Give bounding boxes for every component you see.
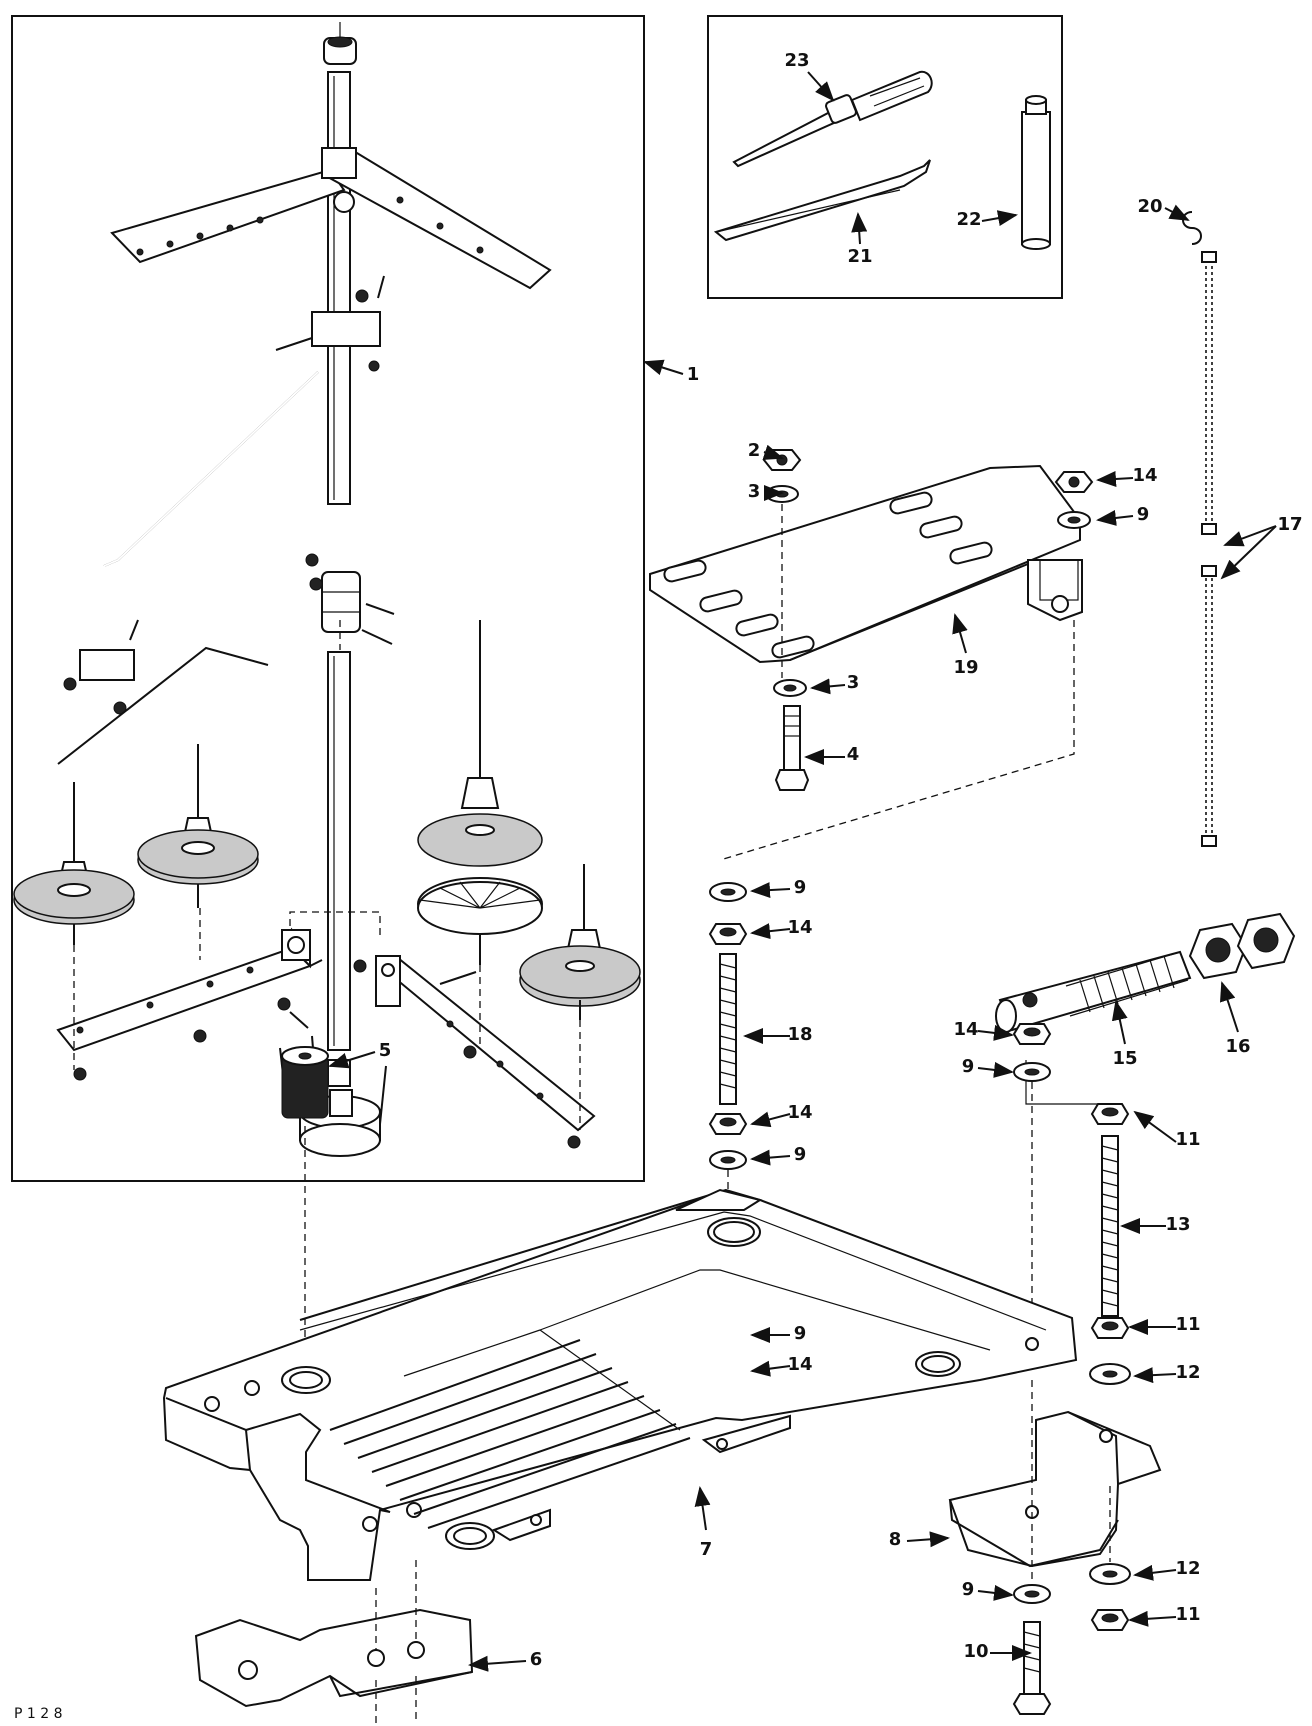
callout-arrow-14 bbox=[1096, 470, 1134, 487]
callout-arrow-9 bbox=[750, 1149, 791, 1166]
callout-arrow-21 bbox=[851, 212, 868, 245]
spool-holder-right-1 bbox=[417, 620, 543, 965]
part-label-9: 9 bbox=[962, 1579, 975, 1600]
part-label-11: 11 bbox=[1175, 1604, 1200, 1625]
callout-arrow-14 bbox=[750, 923, 791, 940]
tools-inset bbox=[707, 15, 1063, 299]
callout-arrow-11 bbox=[1133, 1110, 1177, 1143]
callout-arrow-17 bbox=[1220, 525, 1277, 580]
part-label-10: 10 bbox=[963, 1641, 988, 1662]
callout-arrow-12 bbox=[1133, 1367, 1177, 1384]
adjusting-rod-stack bbox=[1089, 1103, 1131, 1385]
base-frame bbox=[162, 1188, 1078, 1581]
part-label-11: 11 bbox=[1175, 1314, 1200, 1335]
right-foot-bracket bbox=[948, 1380, 1162, 1594]
callout-arrow-9 bbox=[1096, 510, 1134, 526]
callout-arrow-3 bbox=[810, 678, 846, 695]
callout-arrow-6 bbox=[468, 1655, 527, 1672]
part-label-12: 12 bbox=[1175, 1362, 1200, 1383]
part-label-9: 9 bbox=[794, 1144, 807, 1165]
thread-stand-frame bbox=[11, 15, 645, 1182]
callout-arrow-16 bbox=[1219, 981, 1239, 1033]
callout-arrow-15 bbox=[1111, 1000, 1128, 1045]
part-label-6: 6 bbox=[530, 1649, 543, 1670]
motor-mounting-plate bbox=[649, 464, 1083, 664]
part-label-1: 1 bbox=[687, 364, 700, 385]
left-foot-bracket bbox=[194, 1560, 474, 1726]
part-label-3: 3 bbox=[847, 672, 860, 693]
callout-arrow-2 bbox=[762, 444, 784, 460]
callout-arrow-9 bbox=[977, 1061, 1014, 1078]
part-label-9: 9 bbox=[1137, 504, 1150, 525]
callout-arrow-14 bbox=[750, 1111, 791, 1128]
part-label-8: 8 bbox=[889, 1529, 902, 1550]
screwdriver bbox=[732, 70, 933, 168]
callout-arrow-9 bbox=[750, 882, 791, 899]
part-label-7: 7 bbox=[700, 1539, 713, 1560]
drawing-code: P 1 2 8 bbox=[14, 1706, 63, 1722]
part-label-14: 14 bbox=[1132, 465, 1157, 486]
callout-arrow-7 bbox=[694, 1486, 711, 1531]
callout-arrow-9 bbox=[977, 1584, 1014, 1601]
part-label-15: 15 bbox=[1112, 1048, 1137, 1069]
spool-pin bbox=[1021, 95, 1051, 250]
part-label-11: 11 bbox=[1175, 1129, 1200, 1150]
center-rod-stack bbox=[708, 882, 748, 1198]
callout-arrow-8 bbox=[906, 1531, 950, 1548]
part-label-14: 14 bbox=[787, 917, 812, 938]
part-label-17: 17 bbox=[1277, 514, 1302, 535]
bracket-fasteners bbox=[1012, 1486, 1131, 1715]
thread-stand-assembly bbox=[11, 15, 645, 1182]
part-label-2: 2 bbox=[748, 440, 761, 461]
base-nut-washer-right bbox=[1012, 1023, 1052, 1310]
part-label-18: 18 bbox=[787, 1024, 812, 1045]
part-label-12: 12 bbox=[1175, 1558, 1200, 1579]
part-label-17: 17 bbox=[1277, 514, 1302, 535]
callout-arrow-12 bbox=[1133, 1564, 1177, 1581]
spool-holder-right-2 bbox=[519, 864, 641, 1020]
part-label-14: 14 bbox=[953, 1019, 978, 1040]
callout-arrow-14 bbox=[750, 1360, 791, 1377]
spool-holder-left-2 bbox=[137, 744, 259, 908]
spool-holder-left-1 bbox=[13, 782, 135, 945]
callout-arrow-22 bbox=[981, 210, 1018, 227]
part-label-14: 14 bbox=[787, 1354, 812, 1375]
part-label-23: 23 bbox=[784, 50, 809, 71]
part-label-5: 5 bbox=[379, 1040, 392, 1061]
callout-arrow-20 bbox=[1164, 204, 1190, 221]
part-label-22: 22 bbox=[956, 209, 981, 230]
part-label-16: 16 bbox=[1225, 1036, 1250, 1057]
leveling-foot bbox=[281, 1046, 329, 1360]
part-label-9: 9 bbox=[794, 877, 807, 898]
callout-arrow-23 bbox=[807, 71, 835, 102]
plate-nut-washer bbox=[1054, 471, 1094, 529]
part-label-9: 9 bbox=[794, 1323, 807, 1344]
drive-chain bbox=[1182, 211, 1217, 847]
base-ribs bbox=[329, 1339, 691, 1529]
shaft-and-nuts bbox=[995, 912, 1296, 1105]
callout-arrow-1 bbox=[643, 359, 684, 376]
callout-arrow-14 bbox=[977, 1024, 1014, 1041]
part-label-19: 19 bbox=[953, 657, 978, 678]
tools-frame bbox=[707, 15, 1063, 299]
threading-lines bbox=[1079, 955, 1175, 1013]
part-label-9: 9 bbox=[962, 1056, 975, 1077]
part-label-13: 13 bbox=[1165, 1214, 1190, 1235]
part-label-3: 3 bbox=[748, 481, 761, 502]
part-label-21: 21 bbox=[847, 246, 872, 267]
callout-arrow-17 bbox=[1223, 525, 1277, 547]
callout-arrow-11 bbox=[1128, 1610, 1177, 1627]
part-label-14: 14 bbox=[787, 1102, 812, 1123]
part-label-4: 4 bbox=[847, 744, 860, 765]
tweezers bbox=[713, 159, 931, 242]
callout-arrow-19 bbox=[952, 613, 968, 654]
guide-arm-holes bbox=[136, 196, 484, 256]
plate-slots bbox=[663, 491, 993, 659]
callout-arrow-5 bbox=[328, 1051, 376, 1069]
part-label-20: 20 bbox=[1137, 196, 1162, 217]
